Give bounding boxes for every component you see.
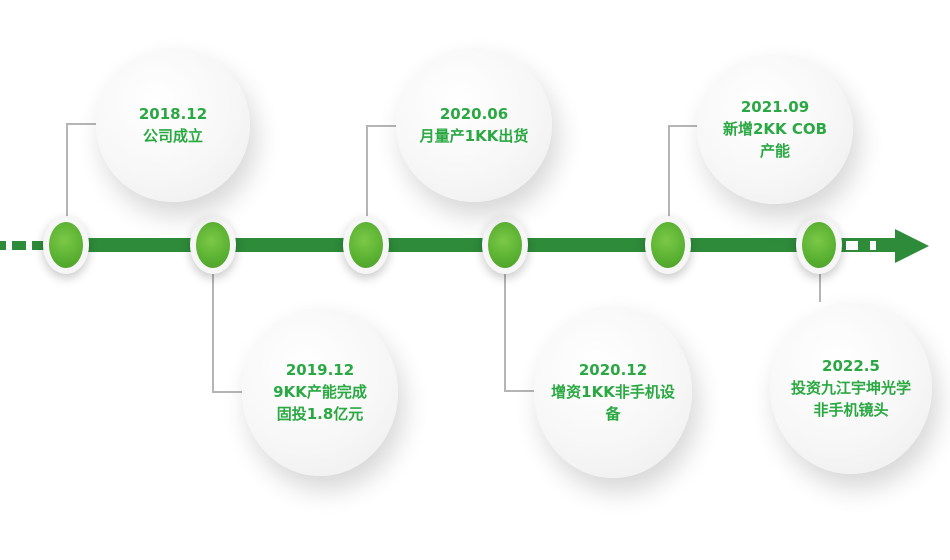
event-text: 投资九江宇坤光学 — [790, 379, 911, 397]
event-text: 9KK产能完成 — [273, 383, 367, 401]
connector-2019-12 — [212, 268, 214, 393]
timeline-node-dot — [488, 222, 522, 268]
timeline-node-dot — [196, 222, 230, 268]
event-text: 新增2KK COB — [722, 120, 828, 138]
connector-2020-06 — [366, 125, 368, 221]
timeline-node — [343, 216, 389, 274]
timeline-node-dot — [49, 222, 83, 268]
event-bubble-2018-12: 2018.12 公司成立 — [96, 48, 250, 202]
connector-2019-12 — [212, 391, 246, 393]
event-bubble-2020-06: 2020.06 月量产1KK出货 — [396, 48, 552, 202]
timeline-node — [645, 216, 691, 274]
timeline-dash — [12, 241, 26, 250]
timeline-node — [190, 216, 236, 274]
timeline-node-dot — [802, 222, 836, 268]
connector-2021-09 — [668, 125, 670, 221]
connector-2022-5 — [819, 268, 821, 302]
event-text: 固投1.8亿元 — [276, 405, 364, 423]
event-bubble-2022-5: 2022.5 投资九江宇坤光学 非手机镜头 — [770, 302, 932, 474]
event-text: 公司成立 — [142, 127, 203, 145]
event-text: 月量产1KK出货 — [419, 127, 529, 145]
connector-2021-09 — [668, 125, 698, 127]
event-date: 2020.12 — [578, 361, 648, 379]
event-text: 备 — [605, 405, 621, 423]
timeline-node — [43, 216, 89, 274]
event-bubble-2019-12: 2019.12 9KK产能完成 固投1.8亿元 — [242, 308, 398, 476]
timeline-dash — [0, 241, 6, 250]
event-text: 增资1KK非手机设 — [551, 383, 675, 401]
timeline-node — [482, 216, 528, 274]
event-date: 2020.06 — [439, 105, 509, 123]
connector-2018-12 — [66, 123, 96, 125]
connector-2020-12 — [504, 268, 506, 392]
event-date: 2018.12 — [138, 105, 208, 123]
timeline-dash — [32, 241, 46, 250]
connector-2020-06 — [366, 125, 396, 127]
timeline-dash — [870, 241, 876, 250]
event-bubble-2020-12: 2020.12 增资1KK非手机设 备 — [534, 306, 692, 478]
timeline-node-dot — [651, 222, 685, 268]
timeline-node-dot — [349, 222, 383, 268]
timeline-dash — [846, 241, 858, 250]
connector-2018-12 — [66, 123, 68, 221]
event-date: 2022.5 — [822, 357, 880, 375]
event-text: 非手机镜头 — [813, 401, 889, 419]
connector-2020-12 — [504, 390, 538, 392]
event-text: 产能 — [759, 142, 790, 160]
event-bubble-2021-09: 2021.09 新增2KK COB 产能 — [697, 54, 853, 204]
timeline-arrow-head — [895, 229, 929, 263]
event-date: 2021.09 — [740, 98, 810, 116]
event-date: 2019.12 — [285, 361, 355, 379]
timeline-node — [796, 216, 842, 274]
